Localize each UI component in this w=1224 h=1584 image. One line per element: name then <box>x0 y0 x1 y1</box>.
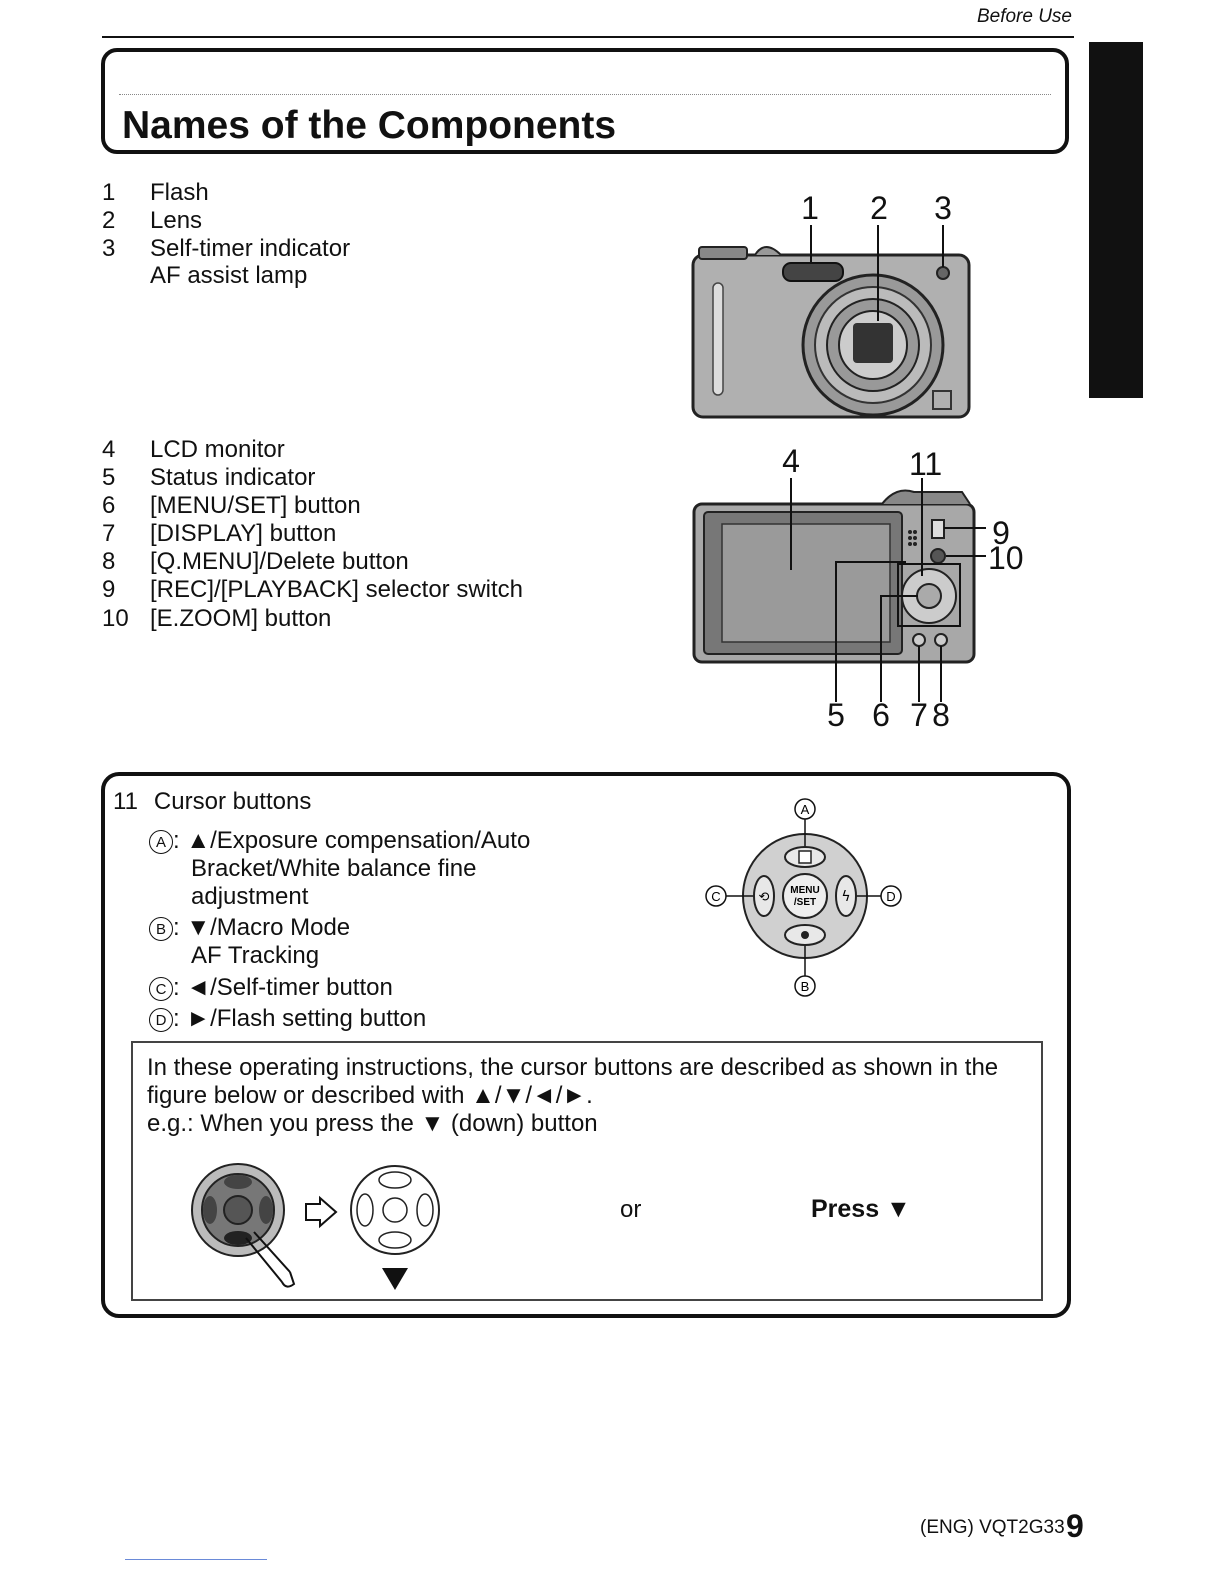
or-text: or <box>620 1196 642 1223</box>
letter-b-callout: B <box>794 975 816 997</box>
cursor-line: adjustment <box>191 883 309 910</box>
callout-number: 2 <box>870 190 888 226</box>
callout-number: 9 <box>992 515 1010 551</box>
letter-c-callout: C <box>705 885 727 907</box>
exposure-icon <box>798 850 812 864</box>
press-down-text: Press ▼ <box>811 1195 911 1223</box>
header-rule <box>102 36 1074 38</box>
callout-number: 8 <box>932 697 950 733</box>
right-button-icon <box>835 875 857 917</box>
cursor-pad-diagram: A B C D ⟲ ϟ MENU /SET <box>705 798 902 997</box>
svg-text:C: C <box>711 889 720 904</box>
menu-set-button-icon <box>782 873 828 919</box>
callout-number: 3 <box>934 190 952 226</box>
cursor-line: A: ▲/Exposure compensation/Auto <box>149 826 530 855</box>
bottom-rule <box>125 1559 267 1560</box>
svg-text:A: A <box>801 802 810 817</box>
pressed-pad-icon <box>191 1163 296 1288</box>
cursor-line: D: ►/Flash setting button <box>149 1004 426 1033</box>
callout-number: 10 <box>988 540 1024 576</box>
lens-glass <box>853 323 893 363</box>
letter-b-icon: B <box>149 917 173 941</box>
callout-number: 6 <box>872 697 890 733</box>
self-timer-lamp <box>936 266 950 280</box>
press-down-illustration <box>191 1163 440 1290</box>
letter-a-icon: A <box>149 830 173 854</box>
self-timer-icon: ⟲ <box>759 890 770 905</box>
left-button-icon <box>753 875 775 917</box>
flash-icon: ϟ <box>841 889 850 905</box>
note-line: e.g.: When you press the ▼ (down) button <box>147 1110 598 1137</box>
cursor-line: Bracket/White balance fine <box>191 855 477 882</box>
note-line: In these operating instructions, the cur… <box>147 1054 999 1081</box>
page-title: Names of the Components <box>122 104 617 147</box>
letter-d-icon: D <box>149 1008 173 1032</box>
callout-number: 1 <box>801 190 819 226</box>
title-dotted-rule <box>119 94 1051 95</box>
callout-number: 7 <box>910 697 928 733</box>
title-box: Names of the Components <box>101 48 1069 154</box>
lcd-screen <box>721 523 891 643</box>
svg-text:/SET: /SET <box>794 897 816 908</box>
callout-number: 4 <box>782 443 800 479</box>
macro-icon <box>801 931 809 939</box>
svg-text:MENU: MENU <box>790 885 819 896</box>
letter-a-callout: A <box>794 798 816 820</box>
callout-number: 11 <box>909 446 943 482</box>
arrow-right-icon <box>305 1195 338 1229</box>
letter-c-icon: C <box>149 977 173 1001</box>
letter-d-callout: D <box>880 885 902 907</box>
cursor-line: AF Tracking <box>191 942 320 969</box>
instruction-note-box <box>131 1041 1043 1301</box>
svg-text:D: D <box>886 889 895 904</box>
outline-pad-icon <box>350 1165 440 1255</box>
camera-back-illustration <box>692 478 986 702</box>
cursor-line: C: ◄/Self-timer button <box>149 973 393 1002</box>
camera-front-illustration <box>691 225 971 419</box>
page-number: 9 <box>1066 1508 1084 1544</box>
flash-window <box>782 262 844 282</box>
down-triangle-icon <box>382 1268 408 1290</box>
cursor-line: B: ▼/Macro Mode <box>149 913 350 942</box>
svg-text:B: B <box>801 979 810 994</box>
callout-number: 5 <box>827 697 845 733</box>
cursor-buttons-box <box>101 772 1071 1318</box>
note-line: figure below or described with ▲/▼/◄/►. <box>147 1082 593 1109</box>
side-tab-marker <box>1089 42 1143 398</box>
doc-code: (ENG) VQT2G33 <box>920 1517 1065 1538</box>
section-header: Before Use <box>976 6 1072 27</box>
